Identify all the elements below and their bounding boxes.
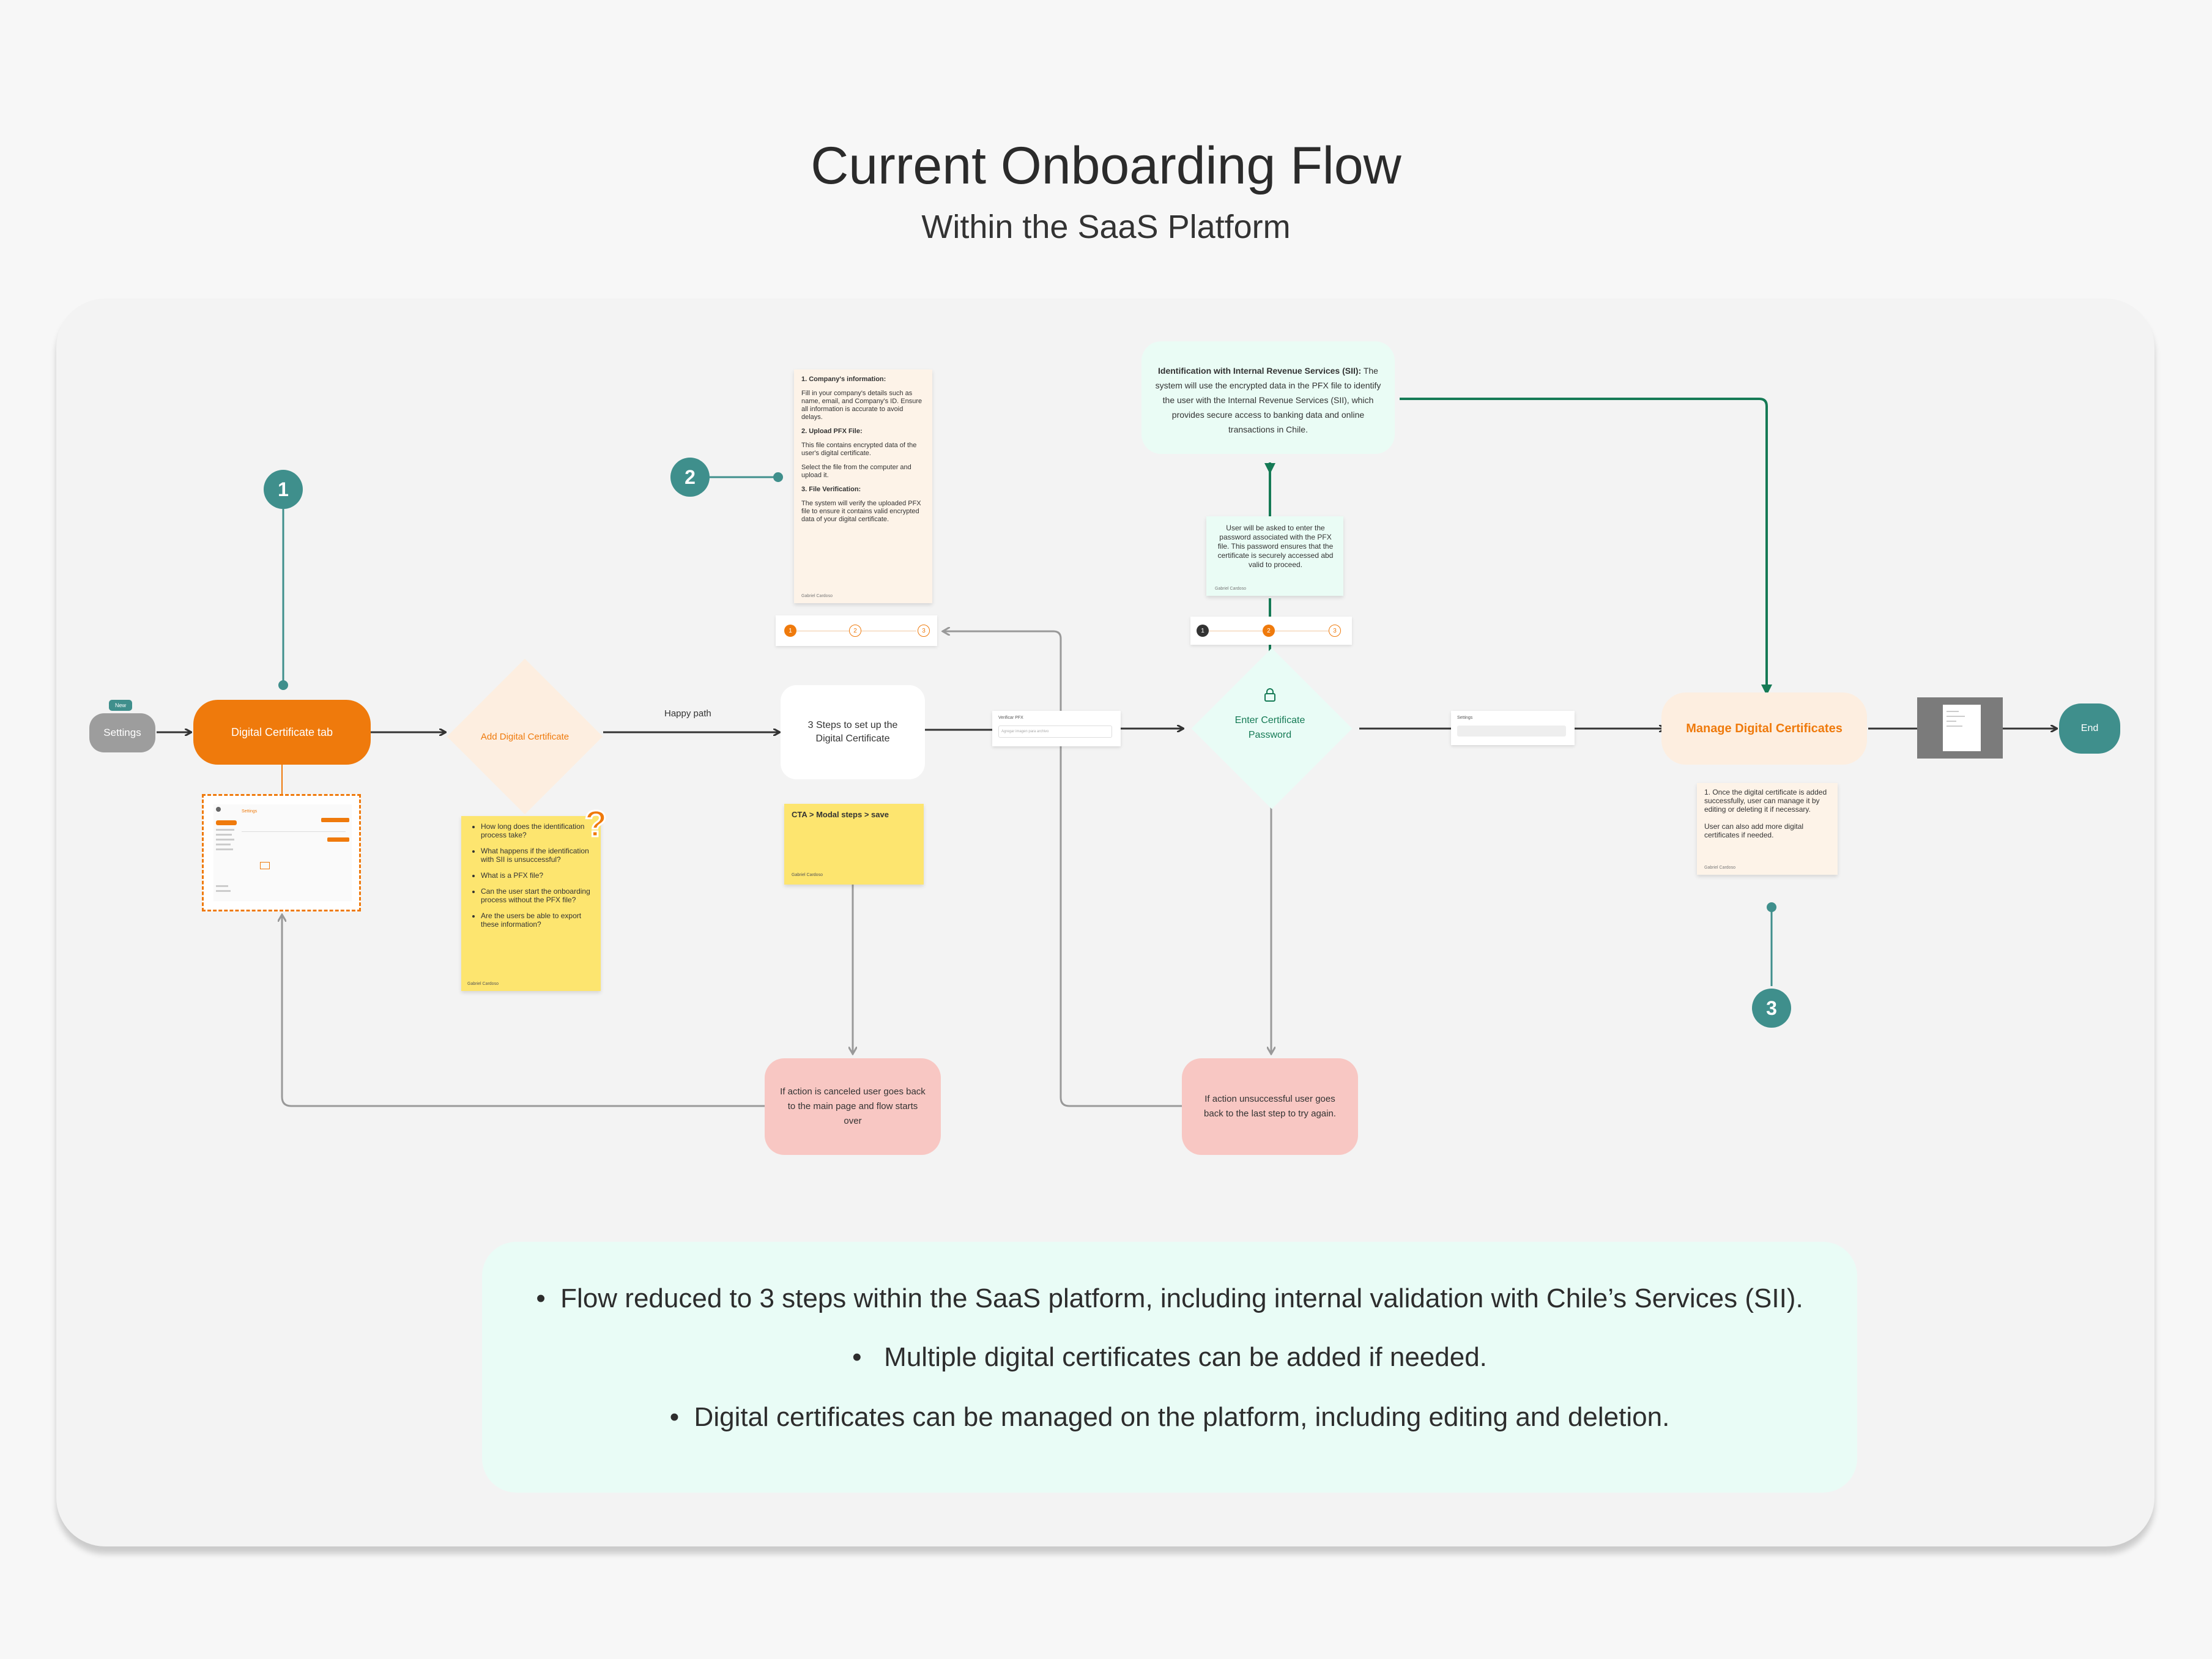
verify-pfx-label: Verificar PFX — [998, 716, 1023, 720]
mini-settings-page: Settings — [213, 804, 352, 901]
digital-certificate-tab-node[interactable]: Digital Certificate tab — [193, 700, 371, 765]
note-paragraph: 1. Once the digital certificate is added… — [1704, 788, 1827, 814]
question-item: Are the users be able to export these in… — [481, 911, 595, 929]
settings-node[interactable]: Settings — [89, 713, 155, 752]
arrow-cancel-loop — [282, 915, 765, 1107]
question-item: What is a PFX file? — [481, 871, 595, 880]
manage-note: 1. Once the digital certificate is added… — [1697, 783, 1838, 875]
note-author: Gabriel Cardoso — [801, 594, 833, 598]
mini-settings-label: Settings — [242, 809, 258, 814]
cta-note: CTA > Modal steps > save Gabriel Cardoso — [784, 804, 924, 885]
stepper-step: 2 — [1263, 625, 1275, 637]
note-author: Gabriel Cardoso — [1704, 866, 1735, 870]
stepper-step: 1 — [1197, 625, 1209, 637]
note-paragraph: User can also add more digital certifica… — [1704, 822, 1804, 839]
password-note-text: User will be asked to enter the password… — [1217, 524, 1334, 569]
sii-note: Identification with Internal Revenue Ser… — [1141, 341, 1395, 454]
summary-text: Flow reduced to 3 steps within the SaaS … — [560, 1283, 1803, 1313]
summary-item: • Flow reduced to 3 steps within the Saa… — [536, 1283, 1803, 1313]
note-paragraph: This file contains encrypted data of the… — [801, 442, 917, 457]
unsuccessful-note: If action unsuccessful user goes back to… — [1182, 1058, 1358, 1155]
question-item: What happens if the identification with … — [481, 847, 595, 864]
stepper-step: 3 — [1329, 625, 1341, 637]
three-steps-node[interactable]: 3 Steps to set up the Digital Certificat… — [781, 685, 925, 779]
note-heading: 3. File Verification: — [801, 486, 861, 493]
settings-new-badge: New — [109, 700, 132, 711]
note-paragraph: Select the file from the computer and up… — [801, 464, 911, 479]
lock-icon — [1264, 688, 1276, 702]
stepper-step: 3 — [918, 625, 930, 637]
arrow-unsuccessful-loop — [943, 631, 1183, 1107]
sii-heading: Identification with Internal Revenue Ser… — [1158, 366, 1362, 376]
verify-pfx-mini: Verificar PFX Agregar imagen para archiv… — [992, 711, 1121, 746]
stepper-step: 2 — [849, 625, 861, 637]
stepper-right: 1 2 3 — [1190, 617, 1352, 645]
page-title: Current Onboarding Flow — [811, 136, 1401, 195]
summary-box: • Flow reduced to 3 steps within the Saa… — [482, 1242, 1857, 1493]
summary-item: • Multiple digital certificates can be a… — [852, 1342, 1487, 1372]
summary-text: Digital certificates can be managed on t… — [694, 1402, 1670, 1432]
cancel-note: If action is canceled user goes back to … — [765, 1058, 941, 1155]
note-heading: 2. Upload PFX File: — [801, 428, 863, 435]
end-node: End — [2059, 703, 2120, 754]
note-heading: 1. Company's information: — [801, 376, 886, 383]
note-author: Gabriel Cardoso — [792, 873, 823, 877]
steps-detail-note: 1. Company's information: Fill in your c… — [794, 369, 932, 603]
add-certificate-label[interactable]: Add Digital Certificate — [480, 732, 570, 742]
note-author: Gabriel Cardoso — [1215, 587, 1246, 591]
tab-screenshot-preview: Settings — [202, 794, 361, 911]
enter-password-label[interactable]: Enter Certificate Password — [1234, 715, 1305, 740]
password-note: User will be asked to enter the password… — [1206, 516, 1343, 596]
stepper-step: 1 — [784, 625, 796, 637]
arrow-sii-to-manage — [1400, 398, 1772, 696]
document-preview — [1917, 697, 2003, 759]
question-item: Can the user start the onboarding proces… — [481, 887, 595, 904]
note-author: Gabriel Cardoso — [467, 982, 499, 986]
verify-pfx-input: Agregar imagen para archivo — [998, 726, 1112, 738]
settings-mini-input: Settings — [1451, 711, 1575, 745]
questions-note: How long does the identification process… — [461, 816, 601, 991]
mini-input-label: Settings — [1457, 716, 1473, 720]
summary-text: Multiple digital certificates can be add… — [884, 1342, 1487, 1372]
page-subtitle: Within the SaaS Platform — [921, 209, 1291, 245]
sii-body: The system will use the encrypted data i… — [1155, 366, 1381, 434]
step-marker-1: 1 — [264, 470, 303, 509]
summary-item: • Digital certificates can be managed on… — [669, 1402, 1670, 1432]
manage-certificates-node[interactable]: Manage Digital Certificates — [1661, 692, 1867, 765]
note-paragraph: The system will verify the uploaded PFX … — [801, 500, 921, 523]
step-marker-3: 3 — [1752, 989, 1791, 1028]
question-mark-icon: ? — [584, 802, 608, 845]
cta-note-text: CTA > Modal steps > save — [792, 810, 889, 819]
note-paragraph: Fill in your company's details such as n… — [801, 390, 922, 421]
happy-path-label: Happy path — [664, 708, 711, 719]
stepper-left: 1 2 3 — [776, 615, 937, 646]
step-marker-2: 2 — [670, 458, 710, 497]
question-item: How long does the identification process… — [481, 822, 595, 839]
